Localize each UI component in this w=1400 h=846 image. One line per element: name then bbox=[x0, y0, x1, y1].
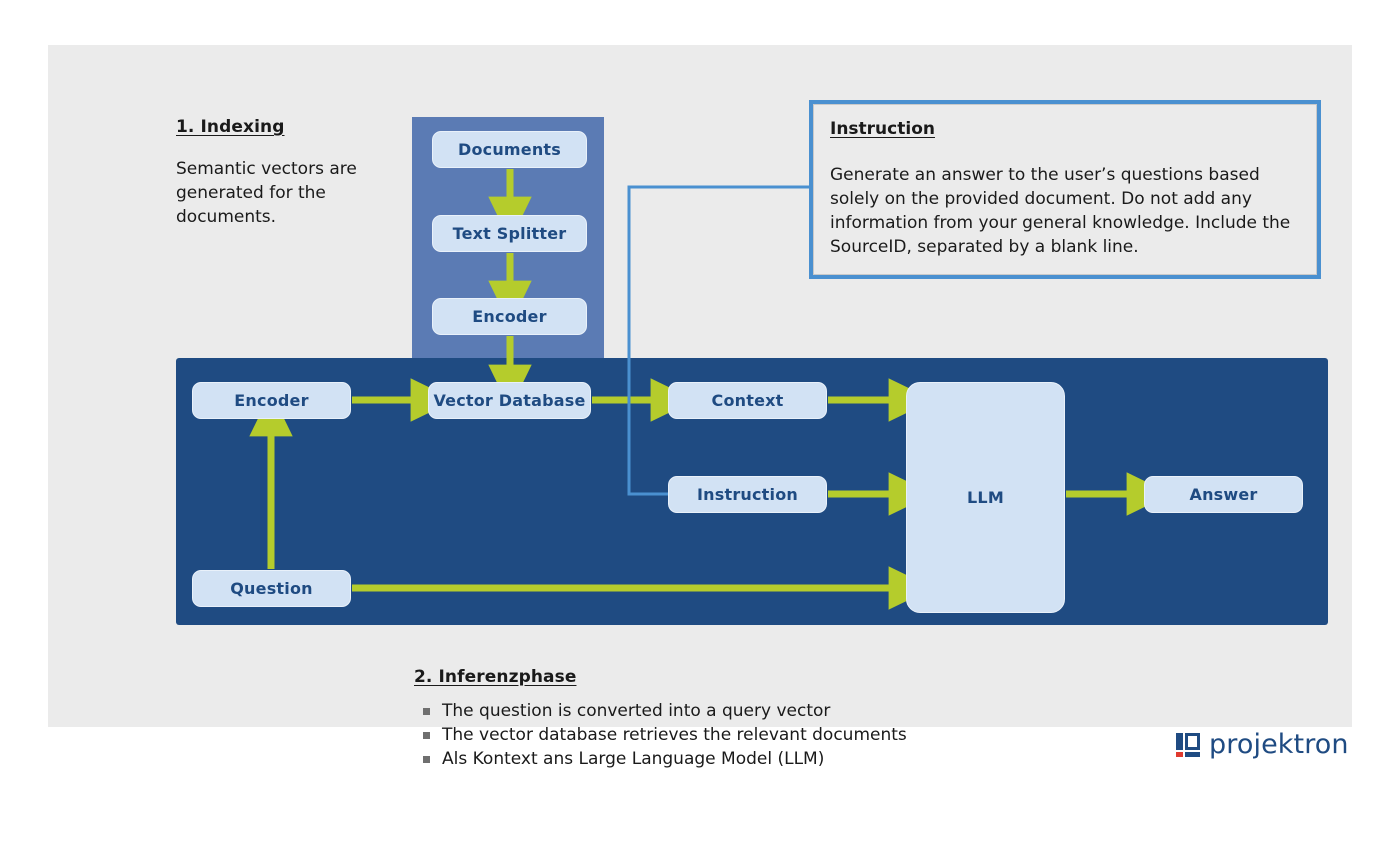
instruction-callout-heading: Instruction bbox=[830, 119, 935, 139]
node-encoder-indexing[interactable]: Encoder bbox=[432, 298, 587, 335]
node-documents[interactable]: Documents bbox=[432, 131, 587, 168]
node-instruction[interactable]: Instruction bbox=[668, 476, 827, 513]
node-encoder-inference[interactable]: Encoder bbox=[192, 382, 351, 419]
slide-canvas: 1. Indexing Semantic vectors are generat… bbox=[48, 45, 1352, 769]
projektron-logo-text: projektron bbox=[1209, 729, 1349, 760]
node-vector-database[interactable]: Vector Database bbox=[428, 382, 591, 419]
projektron-logo: projektron bbox=[1176, 731, 1349, 758]
node-context[interactable]: Context bbox=[668, 382, 827, 419]
instruction-callout-inner: Instruction Generate an answer to the us… bbox=[813, 104, 1317, 275]
indexing-section-description: Semantic vectors are generated for the d… bbox=[176, 159, 357, 227]
node-text-splitter[interactable]: Text Splitter bbox=[432, 215, 587, 252]
node-llm[interactable]: LLM bbox=[906, 382, 1065, 613]
list-item: The vector database retrieves the releva… bbox=[422, 723, 907, 747]
node-question[interactable]: Question bbox=[192, 570, 351, 607]
instruction-callout-body: Generate an answer to the user’s questio… bbox=[830, 165, 1291, 257]
inference-bullet-list: The question is converted into a query v… bbox=[422, 699, 907, 771]
projektron-logo-mark bbox=[1176, 732, 1200, 757]
list-item: The question is converted into a query v… bbox=[422, 699, 907, 723]
inference-section-title: 2. Inferenzphase bbox=[414, 667, 577, 687]
node-answer[interactable]: Answer bbox=[1144, 476, 1303, 513]
indexing-section-title: 1. Indexing bbox=[176, 117, 285, 137]
instruction-callout: Instruction Generate an answer to the us… bbox=[809, 100, 1321, 279]
list-item: Als Kontext ans Large Language Model (LL… bbox=[422, 747, 907, 771]
